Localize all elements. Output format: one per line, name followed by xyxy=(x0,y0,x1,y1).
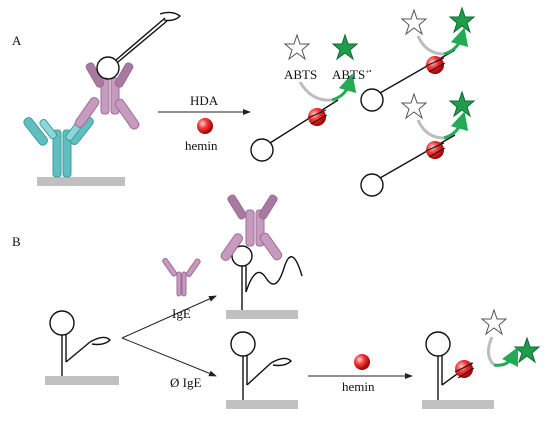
branch-arrow-ige xyxy=(121,295,217,339)
star-open-icon xyxy=(283,33,311,61)
panel-label-b: B xyxy=(12,234,21,249)
star-open-icon xyxy=(400,92,428,120)
aptamer-hairpin-b-initial xyxy=(49,310,111,376)
abts-radical-label: ABTS+• xyxy=(332,68,372,81)
surface-b-initial xyxy=(45,376,119,385)
aptamer-ige-complex xyxy=(231,245,303,310)
g-quadruplex-product-3 xyxy=(360,134,456,197)
ige-antibody-b xyxy=(220,194,283,261)
star-open-icon xyxy=(480,308,508,336)
aptamer-hemin-complex xyxy=(425,331,475,400)
abts-oxidation-1 xyxy=(283,33,359,102)
abts-oxidation-3 xyxy=(400,90,476,140)
star-filled-icon xyxy=(448,90,476,118)
star-filled-icon xyxy=(448,6,476,34)
star-filled-icon xyxy=(513,336,541,364)
g-quadruplex-product-1 xyxy=(250,99,339,162)
hemin-bead-b xyxy=(354,354,370,370)
ige-icon xyxy=(162,257,201,297)
surface-b-final xyxy=(422,400,494,409)
surface-a xyxy=(37,177,125,186)
hda-label: HDA xyxy=(190,93,219,108)
no-ige-label: Ø IgE xyxy=(170,375,202,390)
ige-label: IgE xyxy=(172,306,191,321)
hemin-label-a: hemin xyxy=(185,138,218,153)
hemin-label-b: hemin xyxy=(342,379,375,394)
surface-b-ige xyxy=(226,310,298,319)
abts-radical-text: ABTS xyxy=(332,67,366,82)
aptamer-hairpin-b-no-ige xyxy=(230,331,292,400)
surface-b-no-ige xyxy=(226,400,298,409)
abts-label: ABTS xyxy=(284,67,318,82)
branch-arrow-no-ige xyxy=(121,337,217,377)
hemin-bead-a xyxy=(197,118,213,134)
g-quadruplex-product-2 xyxy=(360,49,456,112)
abts-oxidation-2 xyxy=(400,6,476,56)
abts-oxidation-b xyxy=(480,308,541,368)
panel-label-a: A xyxy=(12,33,22,48)
star-open-icon xyxy=(400,8,428,36)
radical-superscript: +• xyxy=(365,67,372,76)
star-filled-icon xyxy=(331,33,359,61)
ige-antibody-a xyxy=(74,62,140,130)
aptamer-hairpin-a xyxy=(96,11,182,80)
